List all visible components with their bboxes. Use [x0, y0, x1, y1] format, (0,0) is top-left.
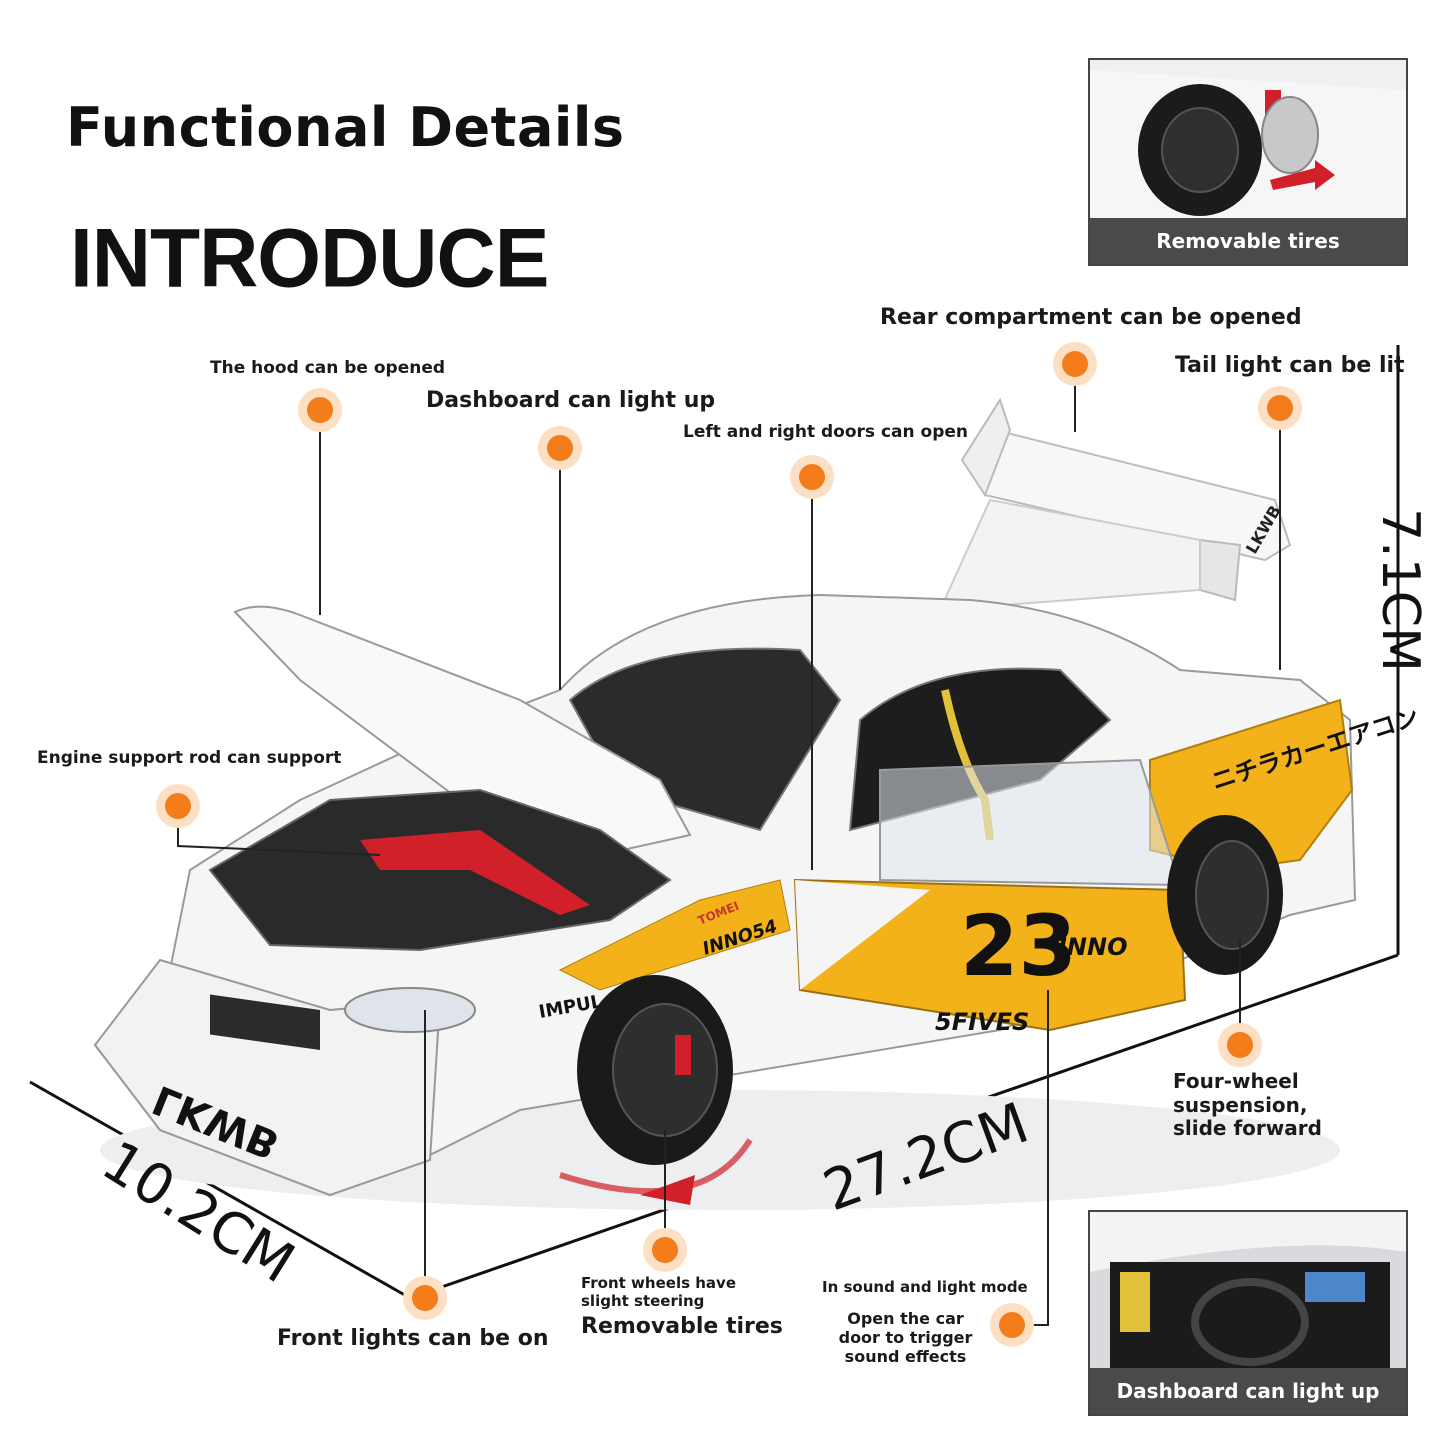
- inset-dashboard-caption: Dashboard can light up: [1090, 1368, 1406, 1414]
- callout-steering: Front wheels have slight steering: [581, 1274, 736, 1310]
- page-subtitle: INTRODUCE: [70, 212, 549, 305]
- inset-dashboard: Dashboard can light up: [1088, 1210, 1408, 1416]
- callout-dots: [156, 342, 1302, 1347]
- callout-engine-rod: Engine support rod can support: [37, 748, 342, 768]
- callout-tail-light: Tail light can be lit: [1175, 353, 1405, 378]
- leader-lines: [177, 364, 1281, 1326]
- decal-number: 23: [960, 897, 1077, 995]
- callout-hood: The hood can be opened: [210, 358, 446, 378]
- inset-removable-tires: Removable tires: [1088, 58, 1408, 266]
- decal-fives: 5FIVES: [935, 1008, 1029, 1036]
- front-wheel: [577, 975, 733, 1165]
- callout-doors: Left and right doors can open: [683, 422, 968, 442]
- callout-removable-tires: Removable tires: [581, 1314, 783, 1339]
- rear-spoiler: LKWB: [938, 397, 1292, 612]
- car-body: ニチラカーエアコン 23 INNO 5FIVES INNO54 TOMEI IM…: [93, 593, 1422, 1197]
- callout-sound-trigger: Open the car door to trigger sound effec…: [838, 1309, 973, 1366]
- page-title: Functional Details: [66, 96, 625, 159]
- callout-front-lights: Front lights can be on: [277, 1326, 549, 1351]
- callout-suspension: Four-wheel suspension, slide forward: [1173, 1069, 1322, 1141]
- rear-wheel: [1167, 815, 1283, 975]
- engine-strut-bar: [360, 830, 590, 915]
- tire-photo: [1090, 60, 1406, 218]
- decal-inno: INNO: [1058, 933, 1128, 961]
- dimension-height: 7.1CM: [1369, 508, 1430, 672]
- headlight: [344, 987, 476, 1033]
- dashboard-photo: [1090, 1212, 1406, 1368]
- inset-tires-caption: Removable tires: [1090, 218, 1406, 264]
- callout-rear-compartment: Rear compartment can be opened: [880, 305, 1302, 330]
- callout-sound-mode: In sound and light mode: [822, 1278, 1028, 1296]
- callout-dashboard: Dashboard can light up: [426, 388, 716, 413]
